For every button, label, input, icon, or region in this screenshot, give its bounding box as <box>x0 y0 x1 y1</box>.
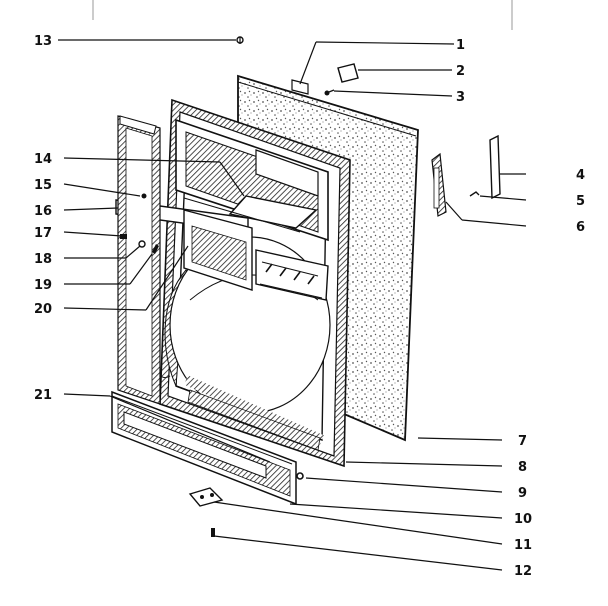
callout-19: 19 <box>34 278 52 293</box>
screw-part-5 <box>469 191 480 197</box>
callout-13: 13 <box>34 34 52 49</box>
callout-3: 3 <box>456 90 465 105</box>
callout-17: 17 <box>34 226 52 241</box>
callout-20: 20 <box>34 302 52 317</box>
callout-6: 6 <box>576 220 585 235</box>
callout-9: 9 <box>518 486 527 501</box>
door-shelf <box>183 209 329 301</box>
callout-1: 1 <box>456 38 465 53</box>
callout-11: 11 <box>514 538 532 553</box>
hinge-bracket <box>291 79 309 95</box>
block-part <box>337 63 359 83</box>
leader-lines <box>58 39 527 571</box>
callout-2: 2 <box>456 64 465 79</box>
clip-part-19 <box>152 244 159 254</box>
door-frame <box>111 115 297 506</box>
callout-10: 10 <box>514 512 532 527</box>
screw-part-9 <box>296 472 304 480</box>
callout-12: 12 <box>514 564 532 579</box>
screw-part-13 <box>236 36 244 44</box>
callout-15: 15 <box>34 178 52 193</box>
callout-7: 7 <box>518 434 527 449</box>
freezer-compartment-box <box>175 118 329 242</box>
callout-5: 5 <box>576 194 585 209</box>
handle-part <box>431 152 447 217</box>
callout-14: 14 <box>34 152 52 167</box>
callout-4: 4 <box>576 168 585 183</box>
callout-8: 8 <box>518 460 527 475</box>
screw-part-12 <box>211 528 215 537</box>
pin-part-17 <box>120 234 127 239</box>
callout-18: 18 <box>34 252 52 267</box>
handle-strip <box>489 134 501 200</box>
callout-16: 16 <box>34 204 52 219</box>
callout-21: 21 <box>34 388 52 403</box>
clip-part-18 <box>138 240 146 248</box>
screw-part-15 <box>141 193 147 199</box>
hinge-part-11 <box>188 487 224 507</box>
callout-labels: 1 2 3 4 5 6 7 8 9 10 11 12 13 14 15 16 1… <box>34 34 585 579</box>
screw-part-3 <box>324 89 335 96</box>
